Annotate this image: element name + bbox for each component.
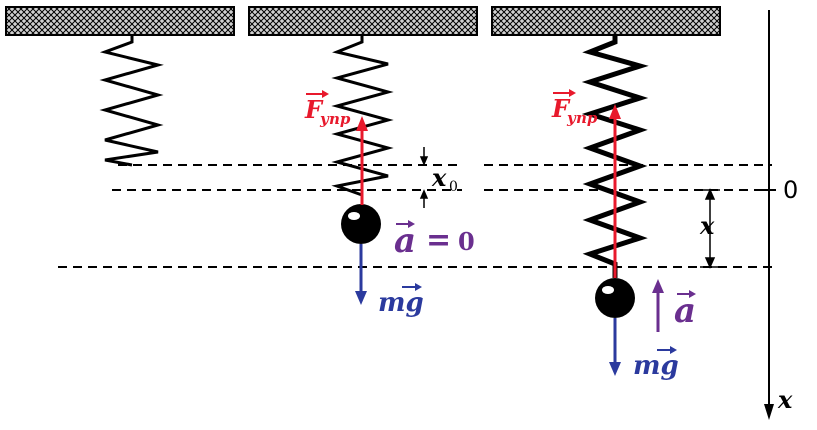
x-dimension [700, 188, 720, 269]
spring-force-arrowhead-2 [609, 104, 621, 119]
spring-force-label-2: F упр [551, 89, 598, 127]
spring-force-label-1: F упр [304, 90, 351, 128]
x0-subscript: 0 [449, 179, 458, 195]
spring-force-symbol: F [304, 95, 324, 124]
spring-force-subscript: упр [319, 110, 351, 128]
x-axis-zero-label: 0 [783, 176, 798, 204]
spring-force-symbol-2: F [551, 94, 571, 123]
accel-arrowhead [652, 279, 664, 293]
spring-force-arrowhead-1 [356, 116, 368, 131]
mass-displaced [595, 278, 635, 318]
accel-symbol: a [674, 291, 696, 331]
spring-unloaded [99, 35, 164, 167]
ceiling-3 [491, 6, 721, 36]
spring-force-subscript-2: упр [566, 109, 598, 127]
x0-label: x 0 [431, 163, 458, 195]
x-axis-arrowhead [764, 404, 774, 420]
x0-dimension [419, 147, 429, 208]
accel-zero-label: a = 0 [394, 220, 475, 261]
x0-symbol: x [431, 163, 447, 192]
gravity-symbol-2: mg [633, 351, 679, 381]
accel-label: a [674, 290, 696, 331]
x-displacement-label: x [699, 211, 715, 240]
accel-zero-equals: = [426, 223, 451, 258]
spring-displaced [581, 35, 649, 278]
gravity-label-2: mg [633, 346, 679, 381]
x-axis-label: x [777, 385, 793, 414]
ceiling-2 [248, 6, 478, 36]
ceiling-1 [5, 6, 235, 36]
gravity-symbol-1: mg [378, 288, 424, 318]
gravity-arrowhead-1 [355, 291, 367, 305]
accel-zero-value: 0 [458, 227, 475, 256]
accel-zero-symbol: a [394, 221, 416, 261]
gravity-label-1: mg [378, 283, 424, 318]
gravity-arrowhead-2 [609, 362, 621, 376]
spring-equilibrium [331, 35, 394, 205]
mass-equilibrium [341, 204, 381, 244]
